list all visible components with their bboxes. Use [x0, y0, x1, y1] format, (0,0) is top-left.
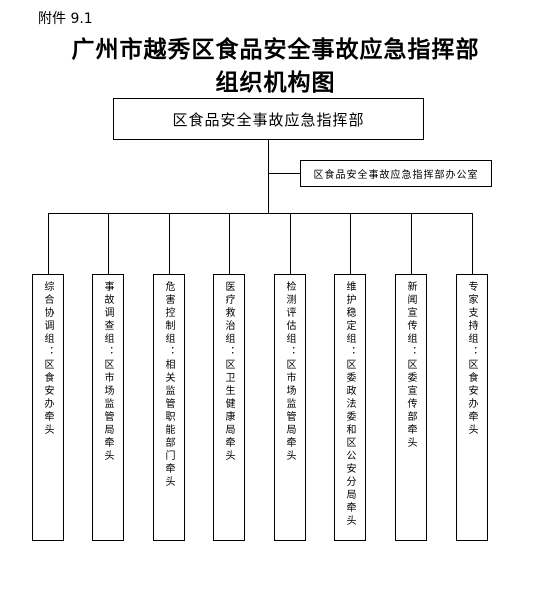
office-box: 区食品安全事故应急指挥部办公室 — [300, 160, 492, 187]
headquarters-label: 区食品安全事故应急指挥部 — [172, 110, 365, 129]
group-box-stability: 维护稳定组：区委政法委和区公安分局牵头 — [334, 274, 366, 541]
diagram-title-line2: 组织机构图 — [215, 69, 336, 96]
group-connector — [229, 213, 230, 274]
group-connector — [350, 213, 351, 274]
trunk-line — [268, 140, 269, 214]
headquarters-box: 区食品安全事故应急指挥部 — [113, 98, 424, 140]
diagram-title-line1: 广州市越秀区食品安全事故应急指挥部 — [71, 36, 480, 63]
group-connector — [472, 213, 473, 274]
group-connector — [108, 213, 109, 274]
annex-label: 附件 9.1 — [38, 11, 93, 27]
group-box-hazard-control: 危害控制组：相关监管职能部门牵头 — [153, 274, 185, 541]
group-box-testing: 检测评估组：区市场监管局牵头 — [274, 274, 306, 541]
group-connector — [48, 213, 49, 274]
group-connector — [290, 213, 291, 274]
group-box-medical: 医疗救治组：区卫生健康局牵头 — [213, 274, 245, 541]
group-box-investigation: 事故调查组：区市场监管局牵头 — [92, 274, 124, 541]
group-box-experts: 专家支持组：区食安办牵头 — [456, 274, 488, 541]
branch-bus-line — [48, 213, 472, 214]
group-connector — [411, 213, 412, 274]
group-box-coordination: 综合协调组：区食安办牵头 — [32, 274, 64, 541]
group-box-publicity: 新闻宣传组：区委宣传部牵头 — [395, 274, 427, 541]
office-label: 区食品安全事故应急指挥部办公室 — [313, 170, 479, 181]
group-connector — [169, 213, 170, 274]
office-connector — [268, 173, 300, 174]
